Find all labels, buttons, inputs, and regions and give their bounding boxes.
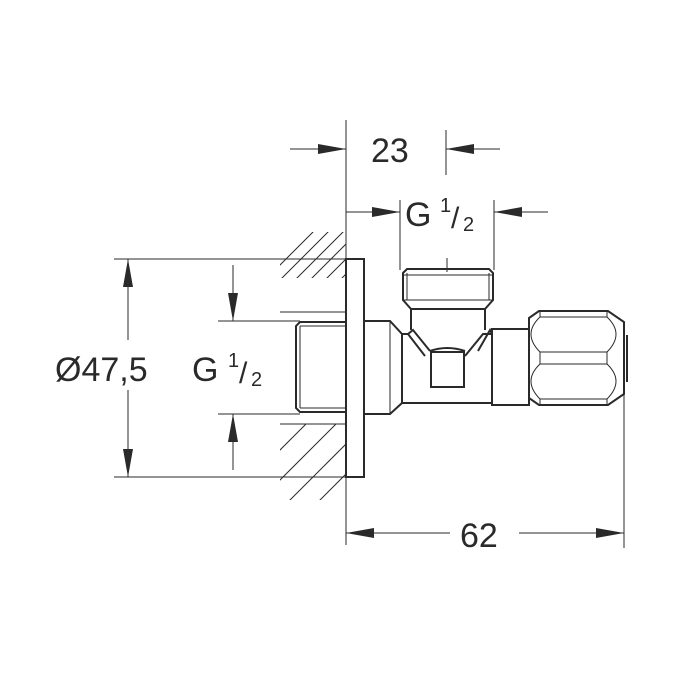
side-thread-denominator: 2 xyxy=(251,369,262,391)
compression-nut xyxy=(528,310,628,406)
dimension-diameter: Ø47,5 xyxy=(55,258,346,478)
dim-diameter-label: Ø47,5 xyxy=(55,351,148,389)
top-cap xyxy=(402,258,494,330)
side-thread-slash: / xyxy=(239,357,248,390)
inlet-thread xyxy=(295,321,346,413)
dimension-23: 23 xyxy=(290,130,500,175)
dim-23-label: 23 xyxy=(371,132,409,170)
dim-62-label: 62 xyxy=(460,517,498,555)
top-thread-slash: / xyxy=(451,202,460,235)
dimension-62: 62 xyxy=(346,394,625,555)
wall-hatching xyxy=(280,232,346,500)
top-thread-numerator: 1 xyxy=(440,195,451,217)
valve-body xyxy=(402,327,493,404)
rosette-flange xyxy=(345,258,365,478)
top-thread-denominator: 2 xyxy=(463,214,474,236)
dimension-g-half-side: G 1 / 2 xyxy=(192,265,300,470)
top-thread-prefix: G xyxy=(405,196,431,234)
side-thread-prefix: G xyxy=(192,351,218,389)
outlet-sleeve xyxy=(491,328,530,406)
dimension-g-half-top: G 1 / 2 xyxy=(346,195,548,270)
valve-neck xyxy=(364,320,403,415)
valve-stem-slot xyxy=(430,351,465,388)
side-thread-numerator: 1 xyxy=(228,350,239,372)
